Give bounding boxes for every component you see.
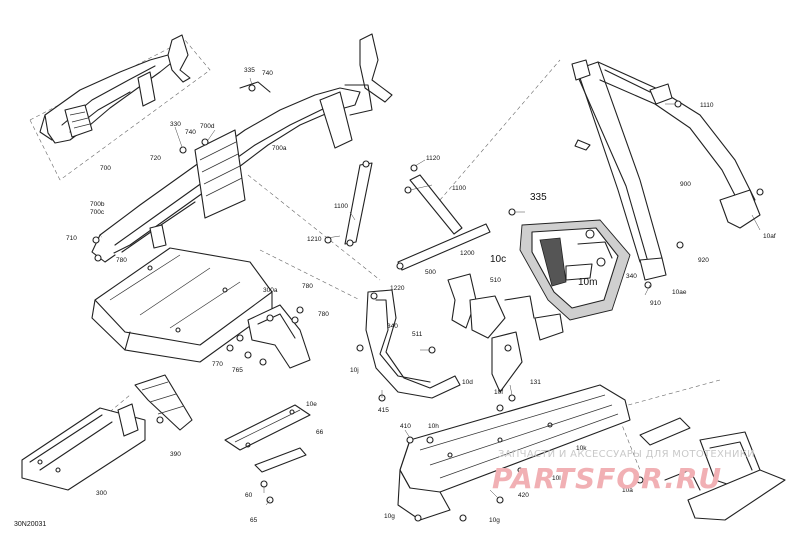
label-1120: 1120 <box>426 155 440 162</box>
label-780c: 780 <box>318 311 329 318</box>
fasteners <box>92 84 764 522</box>
label-710: 710 <box>66 235 77 242</box>
label-10h: 10h <box>428 423 439 430</box>
watermark-tagline: ЗАПЧАСТИ И АКСЕССУАРЫ ДЛЯ МОТОТЕХНИКИ <box>498 449 755 460</box>
label-10e: 10e <box>306 401 317 408</box>
label-780b: 780 <box>302 283 313 290</box>
label-10ae: 10ae <box>672 289 687 296</box>
label-765: 765 <box>232 367 243 374</box>
label-340a: 340 <box>626 273 637 280</box>
label-510: 510 <box>490 277 501 284</box>
label-910: 910 <box>650 300 661 307</box>
label-780: 780 <box>116 257 127 264</box>
label-10d: 10d <box>462 379 473 386</box>
label-740: 740 <box>262 70 273 77</box>
label-10f: 10f <box>494 389 503 396</box>
skid-plate-300 <box>21 374 193 491</box>
label-10k: 10k <box>576 445 587 452</box>
label-900: 900 <box>680 181 691 188</box>
label-700: 700 <box>100 165 111 172</box>
watermark: ЗАПЧАСТИ И АКСЕССУАРЫ ДЛЯ МОТОТЕХНИКИ PA… <box>492 449 755 495</box>
label-10af: 10af <box>763 233 776 240</box>
floor-plate-780 <box>91 247 273 363</box>
label-10m: 10m <box>578 277 597 288</box>
rods-1100-1200 <box>344 160 491 271</box>
diagram-code: 30N20031 <box>14 521 46 528</box>
label-10a: 10a <box>622 487 633 494</box>
label-700d: 700d <box>200 123 215 130</box>
label-10g-a: 10g <box>384 513 395 520</box>
label-340b: 340 <box>387 323 398 330</box>
label-420: 420 <box>518 492 529 499</box>
label-410: 410 <box>400 423 411 430</box>
label-300: 300 <box>96 490 107 497</box>
side-panel-10a <box>639 417 786 521</box>
label-66: 66 <box>316 429 324 436</box>
label-1100b: 1100 <box>334 203 348 210</box>
label-1200: 1200 <box>460 250 475 257</box>
frame-part-700 <box>39 34 191 144</box>
label-740b: 740 <box>185 129 196 136</box>
leader-lines <box>174 77 761 506</box>
label-335b: 335 <box>530 192 547 203</box>
label-65: 65 <box>250 517 258 524</box>
label-1100a: 1100 <box>452 185 466 192</box>
label-500: 500 <box>425 269 436 276</box>
part-labels: 335 740 330 740 700d 720 700 700a 700b 7… <box>66 67 776 524</box>
label-700a: 700a <box>272 145 287 152</box>
label-390: 390 <box>170 451 181 458</box>
label-920: 920 <box>698 257 709 264</box>
label-335: 335 <box>244 67 255 74</box>
label-10c: 10c <box>490 254 506 265</box>
watermark-logo: PARTSFOR.RU <box>492 462 722 495</box>
cross-brace-10e <box>224 404 311 473</box>
bracket-300a <box>226 304 311 369</box>
label-720: 720 <box>150 155 161 162</box>
label-300a: 300a <box>263 287 278 294</box>
roll-bar-900 <box>571 59 761 281</box>
label-700b: 700b <box>90 201 105 208</box>
label-330: 330 <box>170 121 181 128</box>
door-panel-10c <box>519 219 631 321</box>
label-1220: 1220 <box>390 285 405 292</box>
label-770: 770 <box>212 361 223 368</box>
label-10g-b: 10g <box>489 517 500 524</box>
label-415: 415 <box>378 407 389 414</box>
label-1110: 1110 <box>700 102 714 109</box>
label-10l: 10l <box>552 475 561 482</box>
front-bracket-10d <box>365 273 564 399</box>
label-700c: 700c <box>90 209 105 216</box>
label-511: 511 <box>412 331 423 338</box>
label-60: 60 <box>245 492 253 499</box>
label-131: 131 <box>530 379 541 386</box>
label-10j: 10j <box>350 367 359 374</box>
label-1210: 1210 <box>307 236 322 243</box>
